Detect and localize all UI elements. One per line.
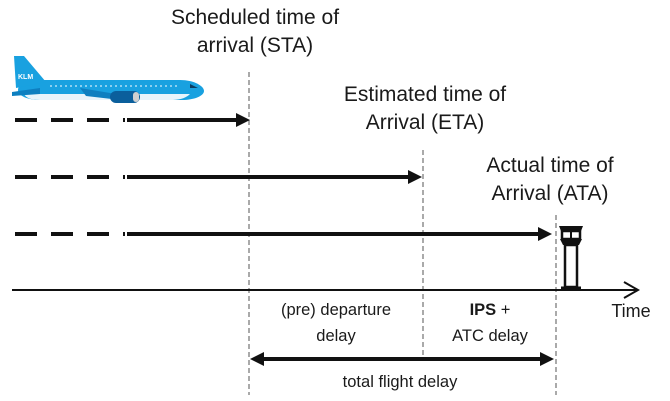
eta-label-line2: Arrival (ETA) (365, 111, 485, 134)
total-flight-delay-label: total flight delay (342, 373, 458, 391)
time-axis (12, 281, 641, 299)
ata-label-line2: Arrival (ATA) (491, 182, 609, 205)
sta-label-line2: arrival (STA) (196, 34, 314, 57)
sta-arrow (15, 113, 250, 127)
ips-atc-delay-label: IPS + ATC delay (424, 297, 556, 349)
sta-label-line1: Scheduled time of (170, 6, 340, 29)
ips-text: IPS (469, 301, 497, 319)
ata-label-line1: Actual time of (486, 154, 614, 177)
ata-label: Actual time of Arrival (ATA) (450, 152, 650, 208)
eta-label-line1: Estimated time of (343, 83, 507, 106)
departure-delay-label: (pre) departure delay (250, 297, 422, 349)
control-tower-icon (559, 226, 583, 290)
total-delay-arrow (250, 352, 554, 366)
airplane-icon: KLM (12, 56, 204, 103)
ata-arrow (15, 227, 552, 241)
atc-delay-text: ATC delay (452, 327, 528, 345)
sta-label: Scheduled time of arrival (STA) (140, 4, 370, 60)
eta-arrow (15, 170, 422, 184)
airline-logo-text: KLM (18, 74, 33, 81)
departure-delay-line1: (pre) departure (280, 301, 392, 319)
time-axis-label: Time (611, 301, 651, 321)
departure-delay-line2: delay (316, 327, 356, 345)
eta-label: Estimated time of Arrival (ETA) (310, 81, 540, 137)
ips-plus-text: + (496, 301, 511, 319)
